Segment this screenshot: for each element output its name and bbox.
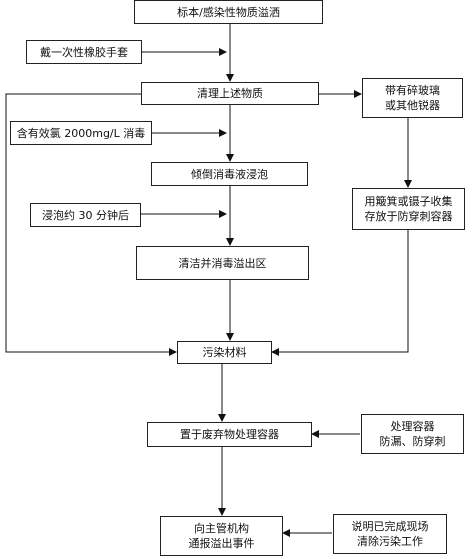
node-tweezers-line-2: 存放于防穿刺容器 — [364, 210, 453, 223]
node-glass-line-1: 带有碎玻璃 — [385, 84, 440, 97]
node-soak: 浸泡约 30 分钟后 — [30, 203, 141, 227]
node-container: 置于废弃物处理容器 — [147, 422, 312, 447]
node-pour-line-1: 倾倒消毒液浸泡 — [191, 167, 268, 181]
node-container-line-1: 置于废弃物处理容器 — [180, 428, 279, 441]
node-explain-line-1: 说明已完成现场 — [351, 520, 429, 533]
node-pour: 倾倒消毒液浸泡 — [151, 162, 308, 186]
node-explain: 说明已完成现场 清除污染工作 — [333, 514, 447, 554]
node-gloves: 戴一次性橡胶手套 — [26, 40, 142, 64]
arrow-left-loop — [5, 93, 177, 356]
node-explain-line-2: 清除污染工作 — [357, 535, 423, 548]
arrow-tweezers-to-contaminated — [271, 230, 409, 356]
node-spill-line-1: 标本/感染性物质溢洒 — [177, 5, 280, 19]
node-spill: 标本/感染性物质溢洒 — [134, 0, 323, 24]
node-tweezers: 用簸箕或镊子收集 存放于防穿刺容器 — [352, 188, 465, 230]
node-gloves-line-1: 戴一次性橡胶手套 — [40, 45, 128, 59]
node-soak-line-1: 浸泡约 30 分钟后 — [42, 208, 129, 222]
node-contaminated: 污染材料 — [177, 341, 272, 364]
node-handling-line-2: 防漏、防穿刺 — [379, 435, 446, 448]
node-tweezers-line-1: 用簸箕或镊子收集 — [364, 195, 453, 208]
node-handling-line-1: 处理容器 — [390, 420, 435, 433]
node-clean-line-1: 清理上述物质 — [197, 87, 263, 100]
node-disinfect: 清洁并消毒溢出区 — [136, 246, 309, 280]
node-contaminated-line-1: 污染材料 — [202, 346, 247, 359]
node-report-line-2: 通报溢出事件 — [188, 537, 255, 550]
node-handling: 处理容器 防漏、防穿刺 — [361, 414, 464, 454]
node-report-line-1: 向主管机构 — [194, 522, 249, 535]
node-glass: 带有碎玻璃 或其他锐器 — [362, 78, 463, 118]
node-report: 向主管机构 通报溢出事件 — [160, 516, 283, 556]
node-chlorine-line-1: 含有效氯 2000mg/L 消毒 — [16, 126, 146, 140]
node-glass-line-2: 或其他锐器 — [385, 99, 440, 112]
node-chlorine: 含有效氯 2000mg/L 消毒 — [10, 121, 152, 145]
node-clean: 清理上述物质 — [141, 82, 319, 105]
node-disinfect-line-1: 清洁并消毒溢出区 — [178, 256, 267, 270]
